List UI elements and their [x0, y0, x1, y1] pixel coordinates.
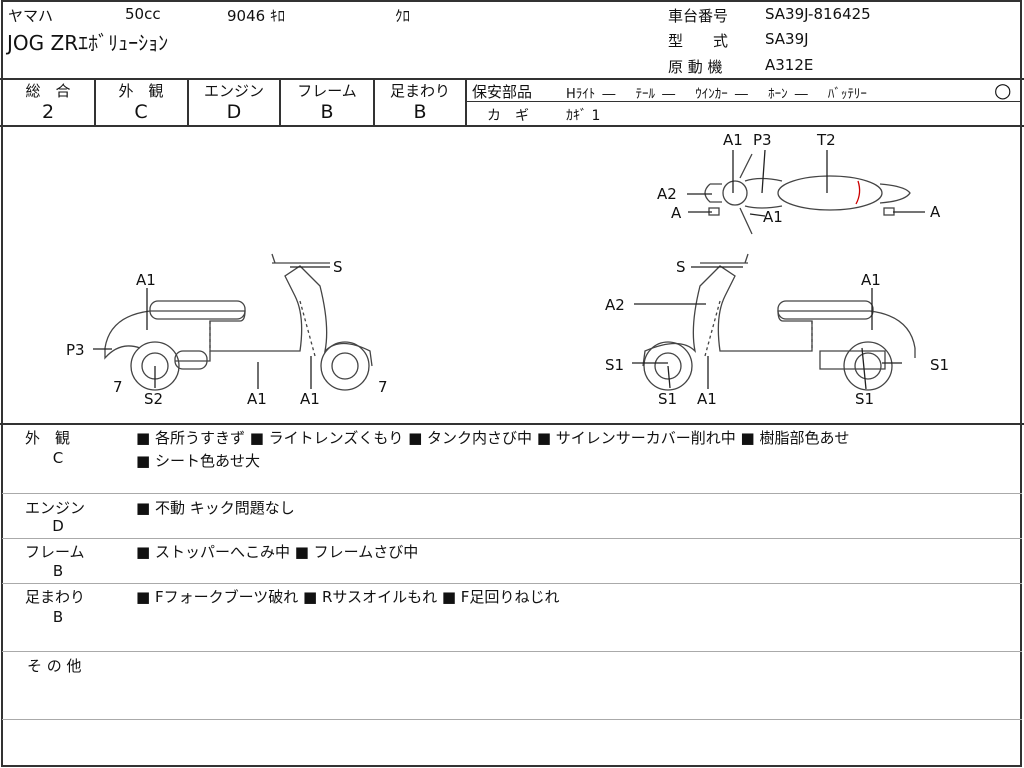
- damage-label: S1: [930, 356, 950, 374]
- damage-label: 7: [378, 378, 388, 396]
- damage-label: S: [676, 258, 686, 276]
- divider: [2, 719, 1022, 720]
- engine-label: 原 動 機: [668, 58, 723, 76]
- divider: [2, 651, 1022, 652]
- divider: [0, 423, 1024, 425]
- comment-label-exterior: 外 観: [25, 429, 71, 447]
- comment-grade-suspension: B: [52, 608, 64, 626]
- type: SA39J: [765, 30, 809, 48]
- damage-label: S1: [658, 390, 678, 408]
- type-label: 型 式: [668, 32, 729, 50]
- grade-label-suspension: 足まわり: [389, 82, 450, 100]
- comment-grade-frame: B: [52, 562, 64, 580]
- frame-no-label: 車台番号: [668, 7, 729, 25]
- damage-label: A1: [723, 131, 743, 149]
- maker: ヤマハ: [8, 7, 54, 25]
- damage-label: A2: [657, 185, 677, 203]
- divider: [0, 125, 1024, 127]
- comment-text: ■ ストッパーへこみ中 ■ フレームさび中: [136, 543, 419, 561]
- comment-label-other: そ の 他: [27, 657, 82, 675]
- comment-text: ■ シート色あせ大: [136, 452, 260, 470]
- damage-label: T2: [817, 131, 836, 149]
- comment-grade-engine: D: [52, 517, 64, 535]
- damage-label: A1: [247, 390, 267, 408]
- mileage: 9046 ｷﾛ: [227, 7, 285, 25]
- comment-text: ■ Fフォークブーツ破れ ■ Rサスオイルもれ ■ F足回りねじれ: [136, 588, 560, 606]
- divider: [94, 78, 96, 126]
- displacement: 50cc: [125, 5, 161, 23]
- comment-text: ■ 不動 キック問題なし: [136, 499, 295, 517]
- damage-label: A: [930, 203, 941, 221]
- grade-label-overall: 総 合: [25, 82, 71, 100]
- damage-label: S: [333, 258, 343, 276]
- divider: [2, 493, 1022, 494]
- damage-label: A2: [605, 296, 625, 314]
- key-label: カ ギ: [487, 108, 529, 124]
- grade-value-overall: 2: [41, 101, 55, 123]
- damage-label: P3: [66, 341, 85, 359]
- divider: [2, 583, 1022, 584]
- damage-label: 7: [113, 378, 123, 396]
- key-value: ｶｷﾞ 1: [566, 108, 601, 124]
- divider: [2, 538, 1022, 539]
- divider: [0, 78, 1024, 80]
- scooter-top-view: [704, 153, 911, 235]
- damage-label: A: [671, 204, 682, 222]
- damage-label: S2: [144, 390, 164, 408]
- damage-label: S1: [855, 390, 875, 408]
- damage-label: A1: [697, 390, 717, 408]
- grade-label-frame: フレーム: [297, 82, 357, 100]
- color: ｸﾛ: [395, 7, 411, 25]
- grade-label-engine: エンジン: [203, 82, 264, 100]
- damage-label: A1: [300, 390, 320, 408]
- frame-no: SA39J-816425: [765, 5, 871, 23]
- damage-label: S1: [605, 356, 625, 374]
- grade-value-engine: D: [226, 101, 242, 123]
- comment-label-frame: フレーム: [25, 543, 85, 561]
- battery-status: ○: [994, 78, 1012, 102]
- engine-model: A312E: [765, 56, 814, 74]
- safety-label: 保安部品: [472, 83, 533, 101]
- scooter-diagram: [93, 149, 925, 391]
- divider: [187, 78, 189, 126]
- grade-value-frame: B: [320, 101, 334, 123]
- comment-label-engine: エンジン: [25, 499, 86, 517]
- damage-label: A1: [861, 271, 881, 289]
- comment-label-suspension: 足まわり: [25, 588, 86, 606]
- grade-label-exterior: 外 観: [118, 82, 164, 100]
- divider: [279, 78, 281, 126]
- safety-items: Hﾗｲﾄ ― ﾃｰﾙ ― ｳｲﾝｶｰ ― ﾎｰﾝ ― ﾊﾞｯﾃﾘｰ: [566, 87, 867, 102]
- divider: [373, 78, 375, 126]
- scooter-left-side: [104, 253, 373, 391]
- model-name: JOG ZRｴﾎﾞﾘｭｰｼｮﾝ: [7, 31, 169, 55]
- scooter-right-side: [642, 253, 916, 391]
- damage-label: P3: [753, 131, 772, 149]
- grade-value-exterior: C: [134, 101, 148, 123]
- damage-label: A1: [763, 208, 783, 226]
- comment-grade-exterior: C: [52, 449, 64, 467]
- divider: [466, 101, 1022, 102]
- grade-value-suspension: B: [413, 101, 427, 123]
- divider: [465, 78, 467, 126]
- damage-label: A1: [136, 271, 156, 289]
- leader-lines: [93, 149, 925, 390]
- comment-text: ■ 各所うすきず ■ ライトレンズくもり ■ タンク内さび中 ■ サイレンサーカ…: [136, 429, 850, 447]
